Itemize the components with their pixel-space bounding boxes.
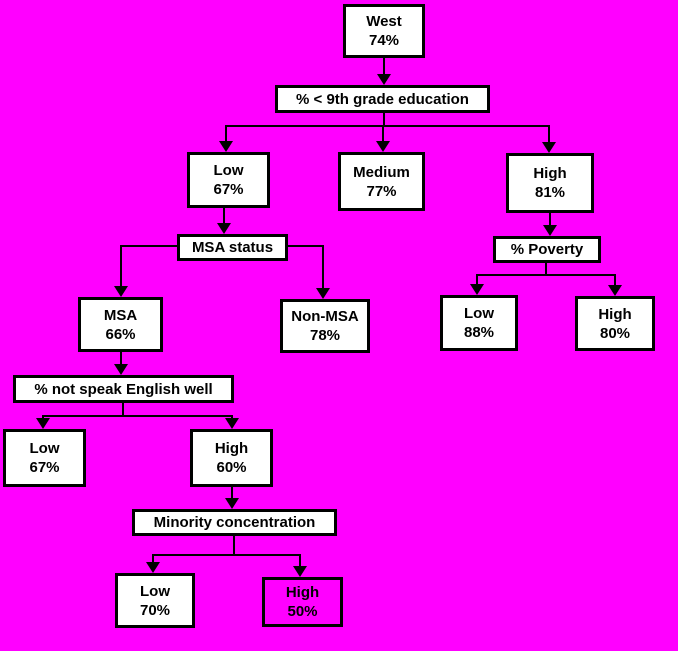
connector-minority-low-arrowhead [146,562,160,573]
node-minority-low-label: Low [140,582,170,600]
connector-education-high-line [548,125,550,143]
connector-minority-high-line [299,554,301,567]
connector-education-medium-arrowhead [376,141,390,152]
connector-west-education-line [383,57,385,75]
connector-minority-low-line [152,554,154,564]
node-education-low-value: 67% [213,181,244,198]
split-minority-label: Minority concentration [153,514,316,531]
split-education-label: % < 9th grade education [296,90,469,108]
node-english-low-value: 67% [29,459,60,476]
split-msa-status: MSA status [177,234,288,261]
connector-education-stem [383,112,385,127]
node-poverty-low: Low 88% [440,295,518,351]
connector-msastatus-nonmsa-arrowhead [316,288,330,299]
split-poverty-label: % Poverty [510,241,584,258]
node-west-value: 74% [368,32,400,49]
node-education-low: Low 67% [187,152,270,208]
connector-west-education-arrowhead [377,74,391,85]
connector-minority-branch-bar [153,554,301,556]
node-minority-high-value: 50% [287,603,318,620]
node-west: West 74% [343,4,425,58]
node-msa-label: MSA [103,306,138,324]
split-msa-status-label: MSA status [191,239,274,256]
split-poverty: % Poverty [493,236,601,263]
connector-poverty-branch-bar [477,274,616,276]
node-poverty-low-value: 88% [463,324,495,341]
connector-msastatus-msa-hline [121,245,177,247]
connector-education-low-arrowhead [219,141,233,152]
connector-education-branch-bar [226,125,550,127]
split-education: % < 9th grade education [275,85,490,113]
connector-education-medium-line [382,125,384,142]
connector-english-high-line [231,415,233,420]
connector-msastatus-msa-arrowhead [114,286,128,297]
connector-english-high-arrowhead [225,418,239,429]
node-english-low: Low 67% [3,429,86,487]
connector-msa-english-line [120,352,122,365]
connector-msa-english-arrowhead [114,364,128,375]
connector-poverty-high-line [614,274,616,287]
node-english-high-label: High [214,440,249,457]
connector-low-msastatus-line [223,208,225,224]
node-minority-high-label: High [285,584,320,601]
node-non-msa: Non-MSA 78% [280,299,370,353]
connector-english-high-minority-arrowhead [225,498,239,509]
node-msa-value: 66% [105,325,136,343]
node-education-high-value: 81% [534,184,566,201]
split-minority: Minority concentration [132,509,337,536]
connector-english-high-minority-line [231,487,233,500]
node-poverty-high-label: High [598,305,632,323]
connector-low-msastatus-arrowhead [217,223,231,234]
node-education-high: High 81% [506,153,594,213]
node-english-high-value: 60% [216,459,247,476]
connector-msastatus-msa-vline [120,245,122,287]
connector-poverty-low-arrowhead [470,284,484,295]
node-english-high: High 60% [190,429,273,487]
node-minority-low: Low 70% [115,573,195,628]
connector-english-low-line [42,415,44,420]
node-non-msa-value: 78% [309,327,341,344]
node-non-msa-label: Non-MSA [291,308,359,325]
node-education-medium-label: Medium [353,163,410,181]
connector-english-stem [122,403,124,417]
connector-english-branch-bar [42,415,233,417]
node-education-low-label: Low [213,162,244,179]
split-english: % not speak English well [13,375,234,403]
connector-minority-high-arrowhead [293,566,307,577]
connector-minority-stem [233,535,235,556]
node-msa: MSA 66% [78,297,163,352]
connector-msastatus-nonmsa-hline [288,245,324,247]
node-education-medium: Medium 77% [338,152,425,211]
node-education-medium-value: 77% [366,182,397,200]
connector-msastatus-nonmsa-vline [322,245,324,289]
connector-high-poverty-arrowhead [543,225,557,236]
node-education-high-label: High [533,165,567,182]
node-minority-low-value: 70% [139,601,171,619]
node-english-low-label: Low [29,440,60,457]
connector-high-poverty-line [549,213,551,227]
node-minority-high: High 50% [262,577,343,627]
connector-poverty-high-arrowhead [608,285,622,296]
connector-poverty-low-line [476,274,478,286]
node-west-label: West [366,13,402,30]
connector-education-low-line [225,125,227,142]
split-english-label: % not speak English well [34,380,213,398]
connector-poverty-stem [545,263,547,276]
node-poverty-high: High 80% [575,296,655,351]
node-poverty-low-label: Low [464,305,494,322]
node-poverty-high-value: 80% [599,324,631,342]
connector-education-high-arrowhead [542,142,556,153]
connector-english-low-arrowhead [36,418,50,429]
